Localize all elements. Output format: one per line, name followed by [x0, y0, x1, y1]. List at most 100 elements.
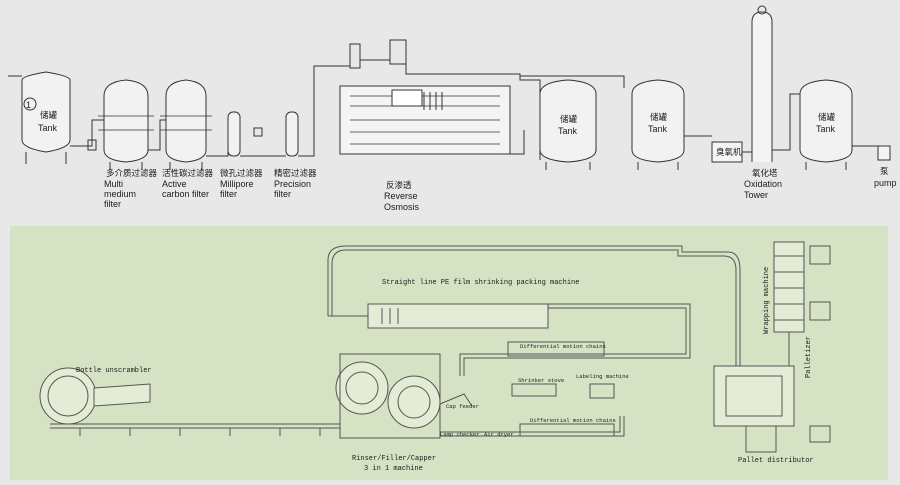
differential-chains-1 [507, 341, 605, 357]
multi-filter-valves [98, 115, 154, 131]
tank-4-zh: 储罐 [818, 112, 836, 123]
pallet-unit [809, 425, 831, 443]
conveyor-2 [440, 416, 621, 433]
oxidation-tower-en1: Oxidation [744, 179, 782, 189]
pallet-distributor-label: Pallet distributor [738, 457, 814, 465]
labeling-machine-box [589, 383, 615, 399]
multi-filter-legs [109, 162, 143, 170]
three-in-one-frame [339, 353, 441, 439]
unscrambler-inner [47, 375, 89, 417]
pipe-9 [772, 93, 800, 151]
wrapping-rollers [774, 255, 804, 321]
conveyor-2b [440, 416, 625, 437]
ro-tank-en: Tank [558, 126, 578, 136]
shrinker-stove-label: Shrinker stove [518, 377, 564, 384]
pipe-5 [298, 65, 350, 157]
multi-filter-en1: Multi [104, 179, 123, 189]
differential-chains-1-label: Differential motion chains [520, 343, 606, 350]
rinser-filler-capper-label: Rinser/Filler/Capper [352, 455, 436, 463]
return-conveyor [331, 249, 737, 366]
pipe-10 [852, 145, 881, 150]
circle-number-label: 1 [26, 100, 31, 110]
oxidation-tower-body [751, 11, 773, 162]
pump-small-1 [87, 139, 97, 151]
millipore-filter-zh: 微孔过滤器 [220, 168, 263, 179]
film-shrinking-label: Straight line PE film shrinking packing … [382, 279, 579, 287]
film-shrinking-machine [367, 303, 549, 329]
multi-filter-en2: medium [104, 189, 136, 199]
tank-4-body [799, 79, 853, 163]
circle-number-marker [23, 97, 37, 111]
rinser-inner [345, 371, 379, 405]
precision-filter-en2: filter [274, 189, 291, 199]
carbon-filter-en1: Active [162, 179, 187, 189]
multi-filter-en3: filter [104, 199, 121, 209]
unscrambler-chute [93, 383, 151, 407]
film-machine-dots [381, 308, 399, 324]
rinser-wheel [335, 361, 389, 415]
precision-filter-zh: 精密过滤器 [274, 168, 317, 179]
pump-zh: 泵 [880, 167, 889, 177]
ro-en2: Osmosis [384, 202, 420, 212]
millipore-filter-en1: Millipore [220, 179, 254, 189]
oxidation-tower-zh: 氧化塔 [752, 168, 778, 179]
labeling-machine-label: Labeling machine [576, 373, 629, 380]
pump-en: pump [874, 178, 897, 188]
bottle-unscrambler-label: Bottle unscrambler [76, 367, 152, 375]
wrapping-unit-1 [809, 245, 831, 265]
raw-tank-en: Tank [38, 123, 58, 133]
differential-chains-2 [519, 423, 615, 437]
three-in-one-label: 3 in 1 machine [364, 465, 423, 473]
cap-feeder-label: Cap feeder [446, 403, 479, 410]
bottling-line-panel: Straight line PE film shrinking packing … [10, 226, 888, 480]
precision-filter-en1: Precision [274, 179, 311, 189]
cap-feeder-chute [439, 393, 473, 407]
filler-wheel [387, 375, 441, 429]
pipe-3 [206, 118, 229, 157]
shrinker-stove-box [511, 383, 557, 397]
oxidation-tower-en2: Tower [744, 190, 768, 200]
pallet-distributor-box [745, 425, 777, 453]
multi-medium-filter-body [103, 79, 149, 163]
differential-chains-2-label: Differential motion chains [530, 417, 616, 424]
millipore-filter-en2: filter [220, 189, 237, 199]
filler-inner [397, 385, 431, 419]
raw-tank-body [21, 71, 71, 153]
ro-membranes [350, 95, 500, 145]
carbon-filter-en2: carbon filter [162, 189, 209, 199]
pipe-6 [520, 75, 625, 88]
tank-4-en: Tank [816, 124, 836, 134]
water-treatment-diagram: 1 储罐 Tank 多介质过滤器 Multi medium filter 活性碳… [8, 5, 897, 212]
ro-control-panel [391, 89, 423, 107]
conveyor-supports [79, 428, 321, 436]
active-carbon-filter-body [165, 79, 207, 163]
carbon-filter-zh: 活性碳过滤器 [162, 168, 214, 179]
millipore-gauge [253, 127, 263, 137]
ro-tank-zh: 储罐 [560, 114, 578, 125]
tower-top-cap [757, 5, 767, 15]
wrapping-machine-column [773, 241, 805, 333]
ro-tank-legs [545, 162, 591, 170]
ro-outlet [510, 130, 525, 155]
tank-3-zh: 储罐 [650, 112, 668, 123]
ro-en1: Reverse [384, 191, 418, 201]
precision-filter-body [285, 111, 299, 157]
millipore-filter-body [227, 111, 241, 157]
palletizer-inner [725, 375, 783, 417]
ozone-generator-zh: 臭氧机 [716, 147, 742, 158]
pipe-2 [148, 119, 166, 151]
tank-3-body [631, 79, 685, 163]
conveyor-4b [470, 303, 691, 359]
ro-zh: 反渗透 [386, 180, 412, 191]
tank-3-legs [637, 162, 679, 170]
carbon-filter-valves [160, 115, 212, 131]
carbon-filter-legs [169, 162, 203, 170]
raw-tank-legs [25, 152, 67, 164]
bottling-line-diagram: Straight line PE film shrinking packing … [39, 241, 831, 473]
ro-gauges [423, 92, 443, 110]
wrapping-machine-label: Wrapping machine [763, 267, 771, 334]
lamp-checker-label: Lamp checker [440, 431, 480, 438]
air-dryer-label: Air dryer [484, 431, 514, 438]
raw-tank-zh: 储罐 [40, 110, 58, 121]
palletizer-label: Palletizer [805, 336, 813, 378]
